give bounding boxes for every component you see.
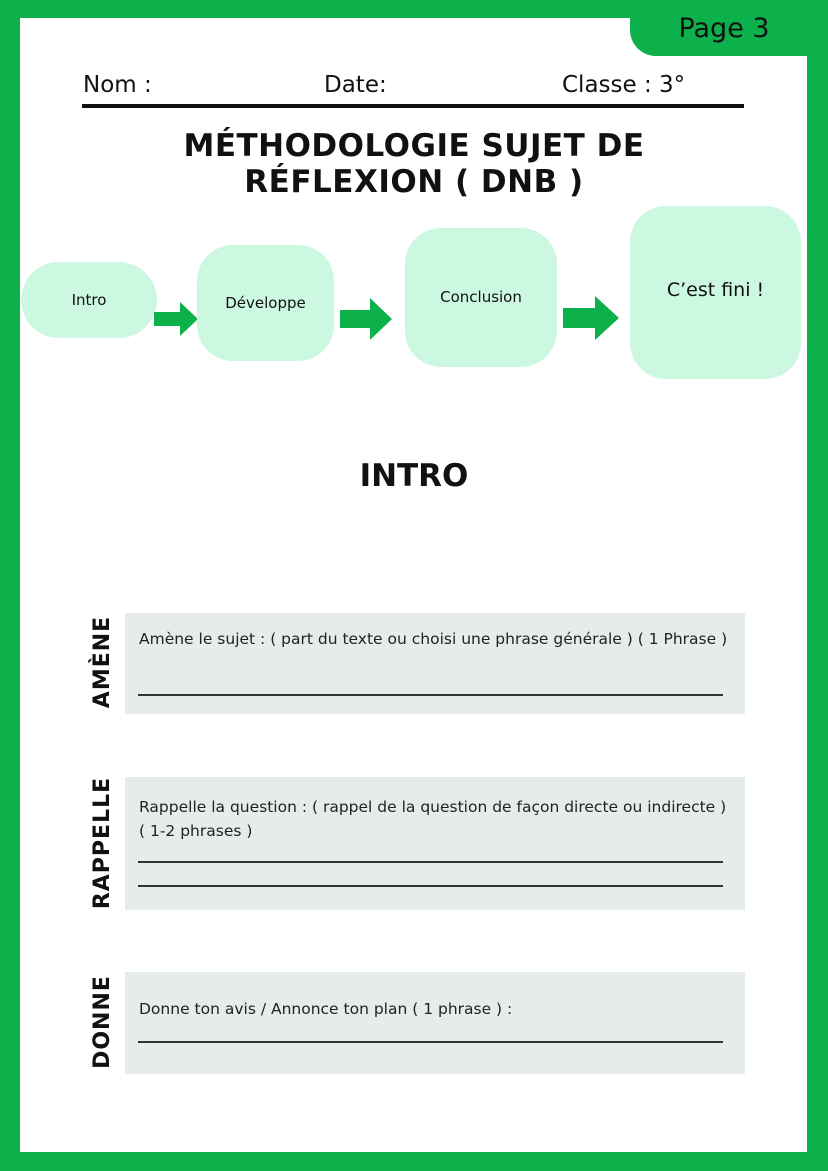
flow-step-intro: Intro bbox=[21, 262, 157, 338]
flow-step-developpe: Développe bbox=[197, 245, 334, 361]
flow-step-fin: C’est fini ! bbox=[630, 206, 801, 379]
flow-arrow-2-icon bbox=[340, 298, 392, 340]
row-amene-instruction: Amène le sujet : ( part du texte ou choi… bbox=[139, 630, 728, 648]
date-field-label: Date: bbox=[324, 72, 387, 98]
title-line-2: RÉFLEXION ( DNB ) bbox=[244, 164, 584, 200]
answer-line[interactable] bbox=[138, 861, 723, 863]
page-title: MÉTHODOLOGIE SUJET DE RÉFLEXION ( DNB ) bbox=[100, 128, 728, 200]
row-donne-instruction: Donne ton avis / Annonce ton plan ( 1 ph… bbox=[139, 1000, 513, 1018]
page-number-tab: Page 3 bbox=[630, 0, 828, 56]
flow-arrow-1-icon bbox=[154, 302, 198, 336]
row-amene: Amène le sujet : ( part du texte ou choi… bbox=[125, 613, 745, 714]
flow-step-fin-label: C’est fini ! bbox=[666, 279, 765, 301]
row-rappelle-instruction: Rappelle la question : ( rappel de la qu… bbox=[139, 798, 727, 840]
class-field-label: Classe : 3° bbox=[562, 72, 686, 98]
row-rappelle: Rappelle la question : ( rappel de la qu… bbox=[125, 777, 745, 910]
flow-arrow-3-icon bbox=[563, 296, 619, 340]
row-donne: Donne ton avis / Annonce ton plan ( 1 ph… bbox=[125, 972, 745, 1074]
row-label-donne: DONNE bbox=[89, 975, 115, 1069]
flow-step-conclusion-label: Conclusion bbox=[440, 288, 522, 306]
answer-line[interactable] bbox=[138, 1041, 723, 1043]
flow-step-developpe-label: Développe bbox=[225, 294, 306, 312]
page-number-label: Page 3 bbox=[678, 12, 770, 44]
flow-step-conclusion: Conclusion bbox=[405, 228, 557, 367]
flow-step-intro-label: Intro bbox=[71, 291, 107, 309]
name-field-label: Nom : bbox=[83, 72, 152, 98]
row-label-amene: AMÈNE bbox=[89, 615, 115, 709]
title-line-1: MÉTHODOLOGIE SUJET DE bbox=[183, 128, 645, 164]
row-label-rappelle: RAPPELLE bbox=[89, 776, 115, 910]
section-title: INTRO bbox=[359, 458, 469, 494]
answer-line[interactable] bbox=[138, 694, 723, 696]
header-underline bbox=[82, 104, 744, 108]
answer-line[interactable] bbox=[138, 885, 723, 887]
